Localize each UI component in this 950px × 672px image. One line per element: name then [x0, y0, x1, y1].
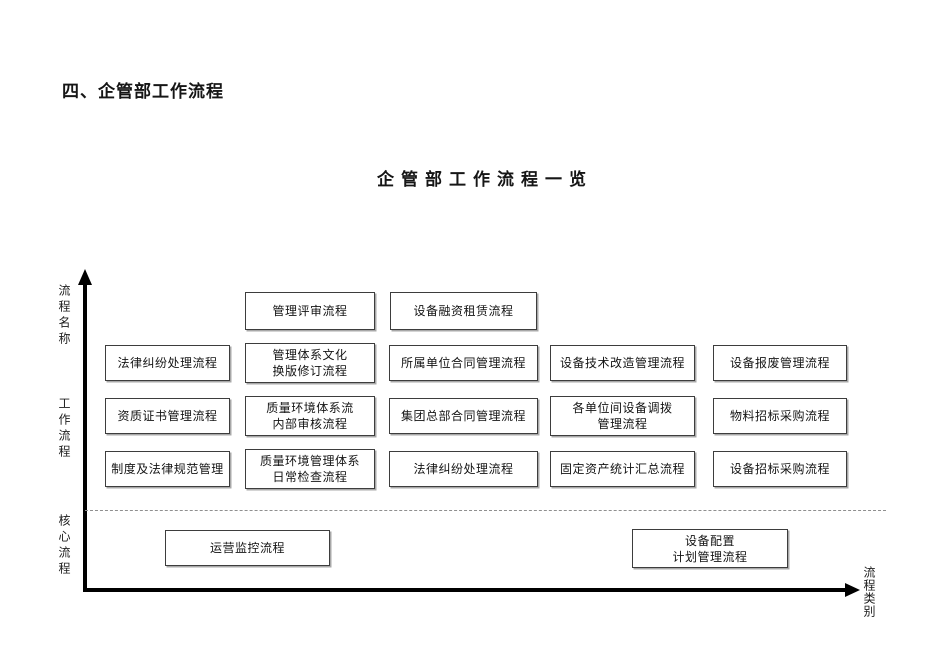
flow-box-equipment-technical-upgrade: 设备技术改造管理流程 — [550, 345, 695, 381]
flow-box-operations-monitoring: 运营监控流程 — [165, 530, 330, 566]
flow-box-legal-dispute-handling: 法律纠纷处理流程 — [105, 345, 230, 381]
flow-box-equipment-config-planning: 设备配置 计划管理流程 — [632, 529, 788, 568]
flow-box-inter-unit-equipment-transfer: 各单位间设备调拨 管理流程 — [550, 396, 695, 436]
flow-box-label: 管理评审流程 — [272, 304, 348, 318]
flow-box-label: 固定资产统计汇总流程 — [559, 462, 685, 476]
x-axis-arrowhead — [845, 583, 860, 597]
flow-box-management-review: 管理评审流程 — [245, 292, 375, 330]
y-axis-arrowhead — [78, 269, 92, 285]
flow-box-equipment-scrapping: 设备报废管理流程 — [713, 345, 847, 381]
band-label-work-flows: 工作流程 — [57, 397, 71, 461]
flow-box-label: 质量环境体系流 内部审核流程 — [266, 401, 354, 431]
flow-box-label: 运营监控流程 — [209, 541, 285, 555]
flow-box-label: 设备融资租赁流程 — [413, 304, 514, 318]
flow-box-label: 质量环境管理体系 日常检查流程 — [259, 454, 360, 484]
diagram-title: 企管部工作流程一览 — [377, 170, 593, 189]
flow-box-equipment-financing-lease: 设备融资租赁流程 — [390, 292, 537, 330]
flow-box-fixed-asset-statistics: 固定资产统计汇总流程 — [550, 451, 695, 487]
flow-box-label: 设备配置 计划管理流程 — [672, 533, 748, 564]
x-axis-line — [83, 588, 845, 592]
flow-box-qe-system-daily-inspection: 质量环境管理体系 日常检查流程 — [245, 449, 375, 489]
band-label-process-names: 流程名称 — [57, 284, 71, 348]
section-heading: 四、企管部工作流程 — [62, 82, 224, 101]
flow-box-subsidiary-contract-management: 所属单位合同管理流程 — [389, 345, 538, 381]
flow-box-label: 资质证书管理流程 — [117, 409, 218, 423]
flow-box-label: 设备招标采购流程 — [729, 462, 830, 476]
core-band-divider — [85, 510, 886, 511]
flow-box-rules-and-legal-norms: 制度及法律规范管理 — [105, 451, 230, 487]
flow-box-qualification-certificate: 资质证书管理流程 — [105, 398, 230, 434]
flow-box-label: 各单位间设备调拨 管理流程 — [572, 401, 673, 431]
flow-box-label: 设备技术改造管理流程 — [559, 356, 685, 370]
band-label-core-flows: 核心流程 — [57, 514, 71, 578]
y-axis-line — [83, 284, 87, 592]
flow-box-label: 所属单位合同管理流程 — [400, 356, 526, 370]
flow-box-label: 设备报废管理流程 — [729, 356, 830, 370]
flow-box-label: 法律纠纷处理流程 — [117, 356, 218, 370]
flow-box-qe-system-internal-audit: 质量环境体系流 内部审核流程 — [245, 396, 375, 436]
flow-box-hq-contract-management: 集团总部合同管理流程 — [389, 398, 538, 434]
flow-box-label: 制度及法律规范管理 — [111, 462, 224, 476]
x-axis-label: 流程类别 — [862, 566, 876, 618]
flow-box-label: 集团总部合同管理流程 — [400, 409, 526, 423]
flow-box-management-system-culture-revision: 管理体系文化 换版修订流程 — [245, 343, 375, 383]
flow-box-legal-dispute-handling-2: 法律纠纷处理流程 — [389, 451, 538, 487]
flow-box-label: 管理体系文化 换版修订流程 — [272, 348, 348, 378]
flow-box-label: 法律纠纷处理流程 — [413, 462, 514, 476]
flow-box-label: 物料招标采购流程 — [729, 409, 830, 423]
flow-box-material-bidding-procurement: 物料招标采购流程 — [713, 398, 847, 434]
flow-box-equipment-bidding-procurement: 设备招标采购流程 — [713, 451, 847, 487]
